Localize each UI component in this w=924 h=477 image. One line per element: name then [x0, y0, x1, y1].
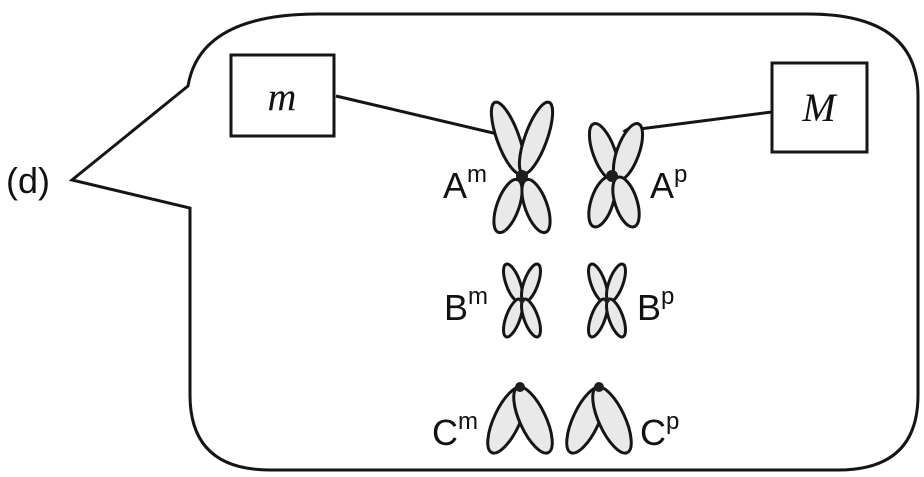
box-M — [770, 61, 869, 154]
label-a-maternal-sup: m — [467, 161, 487, 188]
label-a-maternal-base: A — [443, 165, 467, 206]
label-b-maternal-base: B — [444, 287, 468, 328]
chromosome-b-maternal — [502, 262, 542, 339]
label-a-maternal: Am — [443, 161, 487, 206]
chromosome-c-maternal — [486, 382, 554, 455]
label-c-paternal: Cp — [640, 408, 679, 453]
label-c-paternal-sup: p — [666, 408, 679, 435]
label-a-paternal-sup: p — [674, 161, 687, 188]
label-b-paternal: Bp — [637, 283, 674, 328]
label-b-paternal-sup: p — [661, 283, 674, 310]
chromosome-c-paternal — [565, 382, 633, 455]
arrow-m-to-a-maternal — [335, 94, 508, 140]
label-c-maternal-base: C — [432, 412, 458, 453]
box-m-label: m — [268, 74, 297, 119]
label-c-maternal: Cm — [432, 408, 478, 453]
label-b-maternal: Bm — [444, 283, 488, 328]
label-a-paternal-base: A — [650, 165, 674, 206]
label-b-maternal-sup: m — [468, 283, 488, 310]
label-c-paternal-base: C — [640, 412, 666, 453]
chromosome-a-paternal — [587, 122, 645, 229]
panel-label: (d) — [6, 160, 50, 201]
label-b-paternal-base: B — [637, 287, 661, 328]
chromosome-a-maternal — [489, 100, 555, 235]
label-c-maternal-sup: m — [458, 408, 478, 435]
box-m — [229, 53, 336, 138]
speech-bubble-outline — [68, 12, 920, 472]
label-a-paternal: Ap — [650, 161, 687, 206]
chromosome-b-paternal — [587, 262, 627, 339]
arrow-M-to-a-paternal — [622, 110, 773, 136]
box-M-label: M — [801, 85, 838, 130]
